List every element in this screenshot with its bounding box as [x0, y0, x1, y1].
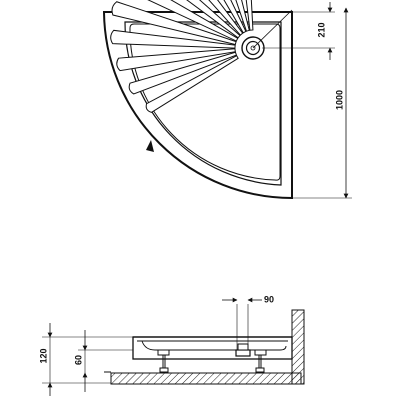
anti-slip-rib	[223, 0, 247, 34]
anti-slip-rib	[208, 0, 244, 36]
anti-slip-rib	[128, 51, 238, 95]
dimension-side-length: 1000	[292, 7, 352, 199]
anti-slip-rib	[111, 1, 237, 46]
tray-height-label: 60	[73, 355, 83, 365]
anti-slip-rib	[147, 0, 239, 42]
total-height-label: 120	[38, 348, 48, 363]
floor-hatch	[110, 372, 302, 385]
anti-slip-rib	[110, 29, 236, 49]
drain-offset-label: 210	[316, 22, 326, 37]
drain-spacing-label: 90	[264, 294, 274, 304]
anti-slip-ribs	[110, 0, 254, 113]
anti-slip-rib	[116, 48, 236, 72]
dimension-drain-offset: 210	[252, 2, 335, 60]
dimension-total-height: 120	[38, 323, 133, 396]
support-legs	[157, 349, 267, 373]
top-view: 210 1000	[102, 0, 352, 200]
wall-hatch	[291, 309, 305, 385]
arc-arrow-icon	[146, 140, 154, 152]
anti-slip-rib	[235, 0, 250, 32]
dimension-drain-spacing: 90	[222, 294, 274, 350]
anti-slip-rib	[245, 0, 254, 31]
side-length-label: 1000	[334, 90, 344, 110]
anti-slip-rib	[186, 0, 241, 39]
anti-slip-rib	[145, 55, 239, 113]
tray-side-body	[132, 336, 293, 360]
side-view: 90 120 60	[38, 294, 305, 396]
dimension-tray-height: 60	[73, 330, 133, 392]
